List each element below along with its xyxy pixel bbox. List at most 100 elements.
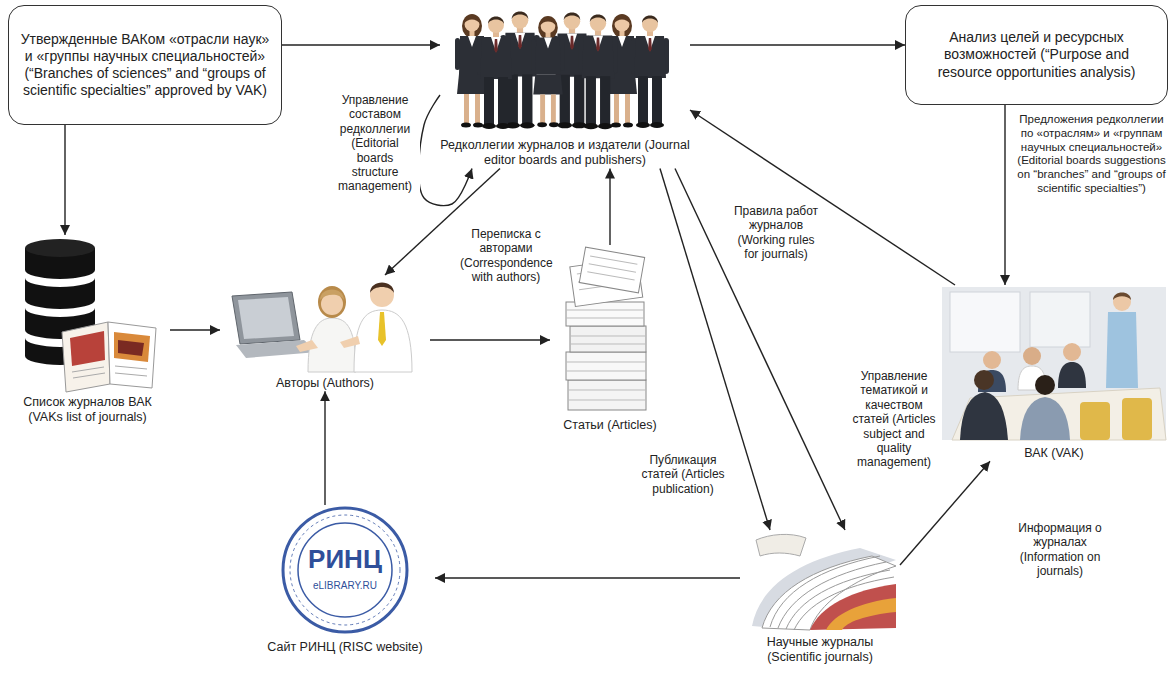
meeting-photo bbox=[1063, 343, 1081, 361]
journals-picture bbox=[752, 534, 896, 630]
editors-photo bbox=[579, 14, 618, 129]
articles-stack bbox=[566, 247, 646, 410]
articles-stack bbox=[566, 371, 646, 372]
editors-photo bbox=[477, 17, 515, 130]
articles-stack bbox=[590, 256, 637, 264]
risc-stamp bbox=[283, 508, 407, 632]
editors-photo bbox=[531, 16, 564, 127]
articles-stack bbox=[570, 336, 646, 337]
database-icon bbox=[25, 278, 95, 309]
meeting-photo bbox=[1113, 293, 1131, 301]
picture-area bbox=[940, 285, 1168, 443]
magazine-picture bbox=[115, 366, 147, 369]
edge-label: Информация о журналах (Information on jo… bbox=[1000, 520, 1120, 580]
node-caption: Сайт РИНЦ (RISC website) bbox=[255, 640, 435, 655]
meeting-photo bbox=[1020, 397, 1070, 440]
illustrated-node: Редколлегии журналов и издатели (Journal… bbox=[440, 5, 690, 169]
illustrated-node: Авторы (Authors) bbox=[220, 275, 430, 391]
magazine-picture bbox=[62, 322, 110, 392]
risc-stamp bbox=[290, 515, 400, 625]
articles-stack bbox=[566, 318, 644, 319]
meeting-photo bbox=[974, 370, 994, 390]
magazine-picture bbox=[62, 322, 156, 392]
meeting-photo bbox=[1113, 293, 1131, 311]
connector-arrow bbox=[170, 329, 220, 330]
editors-photo bbox=[631, 16, 669, 129]
risc-stamp bbox=[283, 508, 407, 632]
authors-photo bbox=[354, 310, 412, 372]
node-caption: Статьи (Articles) bbox=[550, 418, 670, 433]
magazine-picture bbox=[73, 373, 105, 378]
meeting-photo bbox=[960, 392, 1008, 440]
connector-arrow bbox=[690, 44, 905, 45]
node-caption: ВАК (VAK) bbox=[940, 446, 1168, 461]
authors-photo bbox=[232, 292, 300, 344]
articles-stack bbox=[579, 247, 644, 293]
picture-area bbox=[550, 245, 670, 415]
logo-text: РИНЦ bbox=[295, 545, 395, 574]
meeting-photo bbox=[1058, 362, 1086, 388]
articles-stack bbox=[587, 272, 634, 280]
box-text: Анализ целей и ресурсных возможностей (“… bbox=[916, 29, 1157, 80]
process-box: Анализ целей и ресурсных возможностей (“… bbox=[905, 5, 1168, 105]
journals-picture bbox=[752, 548, 896, 630]
meeting-photo bbox=[983, 351, 1001, 369]
node-caption: Авторы (Authors) bbox=[220, 376, 430, 391]
authors-photo bbox=[370, 283, 394, 307]
editors-photo bbox=[455, 11, 669, 129]
articles-stack bbox=[566, 310, 644, 311]
illustrated-node: Научные журналы (Scientific journals) bbox=[740, 530, 900, 666]
picture-area bbox=[740, 530, 900, 632]
articles-stack bbox=[570, 344, 646, 345]
magazine-picture bbox=[70, 331, 105, 366]
meeting-photo bbox=[1106, 312, 1138, 388]
edge-label: Правила работ журналов (Working rules fo… bbox=[730, 203, 822, 263]
edge-label: Управление тематикой и качеством статей … bbox=[850, 368, 938, 471]
connector-arrow bbox=[900, 461, 990, 565]
journals-picture bbox=[762, 556, 896, 630]
edge-label: Публикация статей (Articles publication) bbox=[638, 452, 728, 497]
illustrated-node: Статьи (Articles) bbox=[550, 245, 670, 433]
picture-area bbox=[5, 235, 170, 392]
authors-photo bbox=[320, 290, 344, 301]
authors-photo bbox=[236, 340, 318, 358]
magazine-picture bbox=[118, 340, 144, 356]
authors-photo bbox=[378, 312, 386, 346]
magazine-picture bbox=[115, 373, 147, 376]
connector-arrow bbox=[690, 110, 955, 285]
meeting-photo bbox=[942, 287, 1166, 440]
articles-stack bbox=[568, 380, 646, 410]
illustrated-node: Список журналов ВАК (VAKs list of journa… bbox=[5, 235, 170, 426]
articles-stack bbox=[566, 362, 646, 363]
authors-photo bbox=[370, 283, 394, 294]
articles-stack bbox=[568, 390, 646, 391]
authors-photo bbox=[318, 286, 346, 318]
articles-stack bbox=[579, 247, 644, 293]
box-text: Утвержденные ВАКом «отрасли наук» и «гру… bbox=[19, 31, 271, 99]
meeting-photo bbox=[1035, 375, 1055, 395]
meeting-photo bbox=[942, 287, 1166, 440]
picture-area bbox=[440, 5, 690, 135]
authors-photo bbox=[340, 336, 360, 348]
magazine-picture bbox=[114, 332, 150, 362]
journals-picture bbox=[756, 534, 806, 556]
meeting-photo bbox=[950, 292, 1020, 352]
connector-arrow bbox=[64, 125, 65, 235]
meeting-photo bbox=[1030, 292, 1090, 347]
authors-photo bbox=[296, 340, 318, 352]
edge-label: Переписка с авторами (Correspondence wit… bbox=[458, 226, 554, 286]
meeting-photo bbox=[952, 388, 1166, 440]
authors-photo bbox=[238, 297, 294, 339]
connector-arrow bbox=[609, 169, 610, 246]
connector-arrow bbox=[324, 391, 325, 505]
connector-arrow bbox=[430, 339, 550, 340]
connector-arrow bbox=[1004, 105, 1005, 285]
journals-picture bbox=[826, 598, 896, 630]
database-icon bbox=[25, 239, 95, 257]
connector-arrow bbox=[282, 44, 440, 45]
articles-stack bbox=[566, 352, 646, 380]
articles-stack bbox=[589, 264, 636, 272]
authors-photo bbox=[232, 283, 412, 373]
illustrated-node: ВАК (VAK) bbox=[940, 285, 1168, 461]
process-box: Утвержденные ВАКом «отрасли наук» и «гру… bbox=[8, 5, 282, 125]
